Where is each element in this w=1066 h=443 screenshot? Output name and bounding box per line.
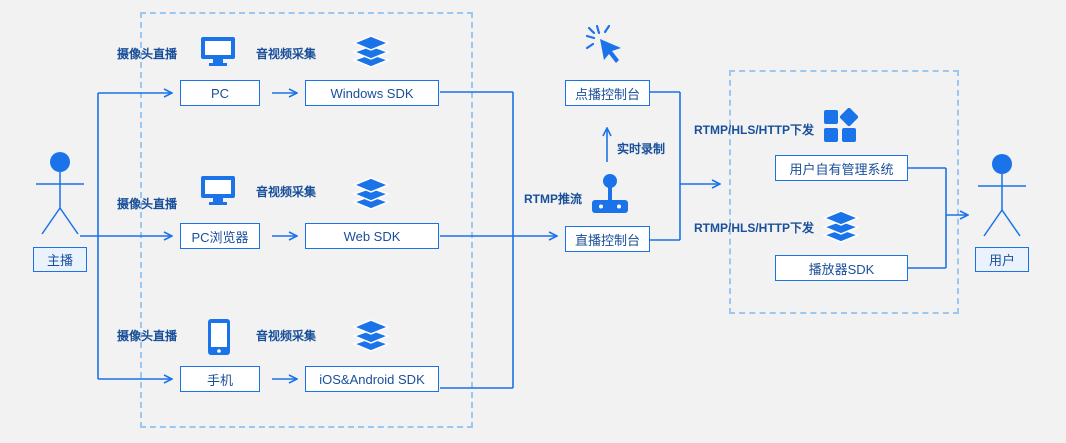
- delivery-label-bottom: RTMP/HLS/HTTP下发: [694, 221, 814, 235]
- camera-live-label: 摄像头直播: [117, 47, 178, 61]
- layers-icon: [352, 177, 390, 210]
- camera-live-label: 摄像头直播: [117, 197, 178, 211]
- camera-live-label: 摄像头直播: [117, 329, 178, 343]
- layers-icon: [352, 35, 390, 68]
- anchor-label: 主播: [33, 247, 87, 272]
- user-system-box: 用户自有管理系统: [775, 155, 908, 181]
- sdk-box-web: Web SDK: [305, 223, 439, 249]
- delivery-label-top: RTMP/HLS/HTTP下发: [694, 123, 814, 137]
- sdk-box-windows: Windows SDK: [305, 80, 439, 106]
- device-box-phone: 手机: [180, 366, 260, 392]
- monitor-icon: [201, 176, 235, 205]
- rtmp-push-label: RTMP推流: [524, 192, 582, 206]
- monitor-icon: [201, 37, 235, 66]
- vod-console-box: 点播控制台: [565, 80, 650, 106]
- cursor-click-icon: [585, 24, 621, 63]
- layers-icon: [822, 210, 860, 243]
- device-box-pc-browser: PC浏览器: [180, 223, 260, 249]
- av-collect-label: 音视频采集: [256, 185, 317, 199]
- sdk-box-ios-android: iOS&Android SDK: [305, 366, 439, 392]
- apps-grid-icon: [824, 108, 858, 142]
- capture-group-border: [140, 12, 473, 428]
- anchor-person-icon: [36, 152, 84, 235]
- phone-icon: [208, 319, 230, 355]
- delivery-group-border: [729, 70, 959, 314]
- user-person-icon: [978, 154, 1026, 237]
- player-sdk-box: 播放器SDK: [775, 255, 908, 281]
- av-collect-label: 音视频采集: [256, 47, 317, 61]
- layers-icon: [352, 319, 390, 352]
- joystick-icon: [592, 174, 628, 213]
- av-collect-label: 音视频采集: [256, 329, 317, 343]
- device-box-pc: PC: [180, 80, 260, 106]
- user-label: 用户: [975, 247, 1029, 272]
- live-console-box: 直播控制台: [565, 226, 650, 252]
- realtime-record-label: 实时录制: [617, 142, 666, 156]
